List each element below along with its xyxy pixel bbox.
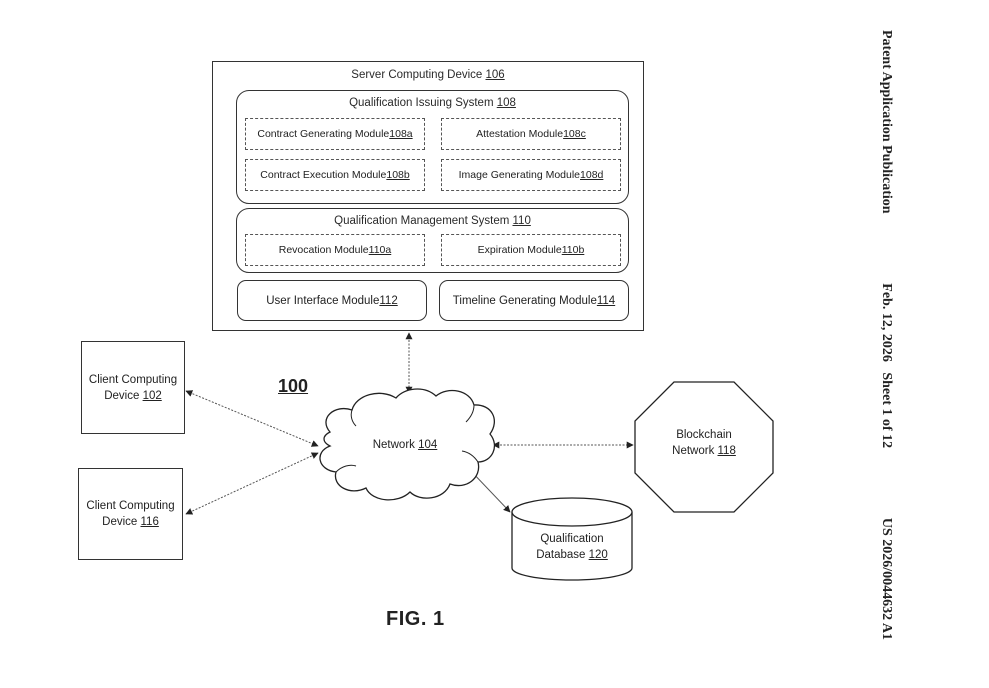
patent-side-header: Patent Application Publication Feb. 12, …: [873, 30, 899, 640]
network-104[interactable]: Network 104: [340, 437, 470, 453]
contract-generating-module[interactable]: Contract Generating Module 108a: [245, 118, 425, 150]
client-label-line1: Client Computing: [88, 373, 178, 386]
figure-label: FIG. 1: [386, 608, 445, 630]
module-ref: 110a: [368, 244, 392, 256]
blockchain-ref: 118: [717, 445, 736, 457]
module-ref: 108d: [580, 169, 604, 181]
module-ref: 108c: [563, 128, 586, 140]
client-ref: 102: [142, 389, 162, 402]
client-label-line2: Device: [104, 389, 143, 402]
module-ref: 114: [596, 294, 616, 307]
connector-client116-network: [185, 452, 319, 515]
client-computing-device-102[interactable]: Client Computing Device 102: [81, 341, 185, 434]
management-system-title: Qualification Management System 110: [237, 214, 628, 228]
server-title: Server Computing Device 106: [213, 68, 643, 82]
management-system-ref: 110: [512, 215, 531, 227]
expiration-module[interactable]: Expiration Module 110b: [441, 234, 621, 266]
module-name: Expiration Module: [477, 244, 562, 256]
blockchain-label-line1: Blockchain: [676, 429, 732, 441]
image-generating-module[interactable]: Image Generating Module 108d: [441, 159, 621, 191]
blockchain-network-118[interactable]: Blockchain Network 118: [645, 427, 763, 459]
module-name: Contract Generating Module: [257, 128, 390, 140]
database-cylinder-shape: [511, 497, 633, 581]
qualification-issuing-system[interactable]: Qualification Issuing System 108: [236, 90, 629, 204]
contract-execution-module[interactable]: Contract Execution Module 108b: [245, 159, 425, 191]
qualification-management-system[interactable]: Qualification Management System 110: [236, 208, 629, 273]
timeline-generating-module[interactable]: Timeline Generating Module 114: [439, 280, 629, 321]
client-computing-device-116[interactable]: Client Computing Device 116: [78, 468, 183, 560]
issuing-system-ref: 108: [496, 97, 516, 109]
database-label-line1: Qualification: [540, 533, 604, 545]
revocation-module[interactable]: Revocation Module 110a: [245, 234, 425, 266]
server-computing-device[interactable]: Server Computing Device 106: [212, 61, 644, 331]
client-label-line1: Client Computing: [86, 500, 175, 512]
module-ref: 110b: [561, 244, 585, 256]
database-label-line2: Database: [536, 549, 589, 561]
module-ref: 112: [379, 294, 398, 307]
client-ref: 116: [140, 516, 159, 528]
module-name: Timeline Generating Module: [452, 294, 597, 307]
issuing-system-title: Qualification Issuing System 108: [237, 96, 628, 110]
publication-date-sheet: Feb. 12, 2026 Sheet 1 of 12: [879, 283, 894, 449]
module-name: Contract Execution Module: [260, 169, 387, 181]
network-label: Network: [372, 439, 419, 451]
network-ref: 104: [418, 439, 438, 451]
connector-client102-network: [185, 390, 319, 447]
publication-title: Patent Application Publication: [879, 30, 894, 214]
qualification-database-120[interactable]: Qualification Database 120: [515, 531, 629, 563]
module-name: Attestation Module: [476, 128, 564, 140]
client-label-line2: Device: [102, 516, 141, 528]
module-ref: 108b: [386, 169, 410, 181]
system-reference-number: 100: [278, 376, 309, 396]
module-name: Image Generating Module: [458, 169, 581, 181]
attestation-module[interactable]: Attestation Module 108c: [441, 118, 621, 150]
module-ref: 108a: [389, 128, 413, 140]
connector-network-database: [469, 469, 511, 513]
database-ref: 120: [588, 549, 608, 561]
server-ref: 106: [485, 69, 505, 81]
blockchain-octagon-shape: [634, 381, 774, 513]
publication-number: US 2026/0044632 A1: [879, 517, 894, 640]
module-name: Revocation Module: [278, 244, 369, 256]
module-name: User Interface Module: [266, 294, 380, 307]
management-system-title-text: Qualification Management System: [334, 215, 513, 227]
blockchain-label-line2: Network: [672, 445, 718, 457]
user-interface-module[interactable]: User Interface Module 112: [237, 280, 427, 321]
issuing-system-title-text: Qualification Issuing System: [349, 97, 497, 109]
server-title-text: Server Computing Device: [351, 69, 486, 81]
